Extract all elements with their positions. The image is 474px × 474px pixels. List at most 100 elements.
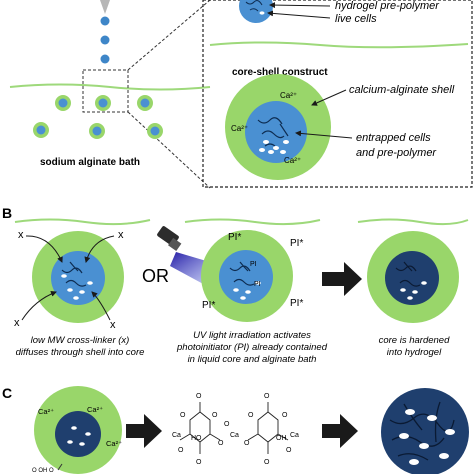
legend-core xyxy=(239,0,273,23)
photoinitiator-mark: PI* xyxy=(290,298,303,309)
citrate-structure xyxy=(179,402,289,454)
svg-text:O: O xyxy=(264,459,270,466)
svg-text:O: O xyxy=(264,393,270,400)
droplet xyxy=(100,35,110,45)
bead-b-left-cells xyxy=(61,274,93,300)
nozzle-tip-icon xyxy=(100,0,110,14)
cross-linker-mark: x xyxy=(18,229,24,241)
partial-chem-text: O OH O xyxy=(32,468,54,474)
bead-b-mid-core xyxy=(219,250,273,304)
pi-inner: PI xyxy=(254,281,261,288)
zoom-box xyxy=(82,69,129,113)
caption-mid-1: UV light irradiation activates xyxy=(193,330,311,341)
svg-text:O: O xyxy=(244,440,250,447)
citrate-atom-labels: O O O O O O O O O O HO OH Ca Ca Ca O O O xyxy=(172,393,299,466)
diffusion-arrow xyxy=(21,290,57,321)
bead-b-left-strands xyxy=(61,261,87,287)
cross-linker-mark: x xyxy=(14,317,20,329)
droplet xyxy=(100,54,110,64)
svg-text:O: O xyxy=(286,447,292,454)
ion-label: Ca²⁺ xyxy=(280,91,297,100)
zoom-bath-line xyxy=(209,41,469,49)
caption-left-2: diffuses through shell into core xyxy=(16,347,145,358)
panel-a: sodium alginate bath hydrogel pre-polyme… xyxy=(9,0,473,189)
bead-b-right-strands xyxy=(395,261,421,287)
diffusion-arrow xyxy=(25,235,63,263)
panel-c: C Ca²⁺ Ca²⁺ Ca²⁺ O OH O O O O O O O xyxy=(2,385,469,474)
ion-label: Ca²⁺ xyxy=(38,407,54,416)
caption-right-2: into hydrogel xyxy=(387,347,442,358)
caption-left-1: low MW cross-linker (x) xyxy=(31,335,130,346)
caption-mid-3: in liquid core and alginate bath xyxy=(188,354,317,365)
process-arrow-icon xyxy=(322,262,362,296)
svg-text:Ca: Ca xyxy=(172,432,181,439)
legend-arrow-1 xyxy=(269,2,331,9)
panel-letter-b: B xyxy=(2,205,12,221)
svg-text:O: O xyxy=(248,412,254,419)
svg-text:Ca: Ca xyxy=(230,432,239,439)
bath-label: sodium alginate bath xyxy=(40,157,140,168)
diffusion-arrow xyxy=(91,291,111,321)
svg-text:O: O xyxy=(218,440,224,447)
hardened-cells xyxy=(399,409,455,465)
construct-title: core-shell construct xyxy=(232,67,328,78)
svg-text:Ca: Ca xyxy=(290,432,299,439)
callout-core-1: entrapped cells xyxy=(356,132,431,144)
bath-surface-line xyxy=(9,83,211,91)
svg-text:O: O xyxy=(282,412,288,419)
caption-mid-2: photoinitiator (PI) already contained xyxy=(176,342,328,353)
panel-b: B x x x x OR xyxy=(2,205,469,365)
zoom-line-top xyxy=(127,0,211,71)
bath-beads xyxy=(33,95,163,139)
bead-b-mid-strands xyxy=(229,261,255,286)
process-arrow-icon xyxy=(126,414,162,448)
partial-bond xyxy=(57,463,63,471)
svg-text:HO: HO xyxy=(191,435,202,442)
construct-polymer-strands xyxy=(257,117,289,147)
ion-label: Ca²⁺ xyxy=(231,124,248,133)
ion-label: Ca²⁺ xyxy=(106,439,122,448)
svg-text:O: O xyxy=(196,459,202,466)
legend-arrow-2 xyxy=(267,10,331,19)
construct-cells xyxy=(259,140,289,154)
svg-text:O: O xyxy=(224,421,230,428)
construct-core xyxy=(245,101,307,163)
hardened-core xyxy=(381,388,469,474)
bath-line-b3 xyxy=(357,218,469,226)
callout-core-2: and pre-polymer xyxy=(356,147,437,159)
svg-text:O: O xyxy=(212,412,218,419)
cross-linker-mark: x xyxy=(110,319,116,331)
ion-label: Ca²⁺ xyxy=(284,156,301,165)
photoinitiator-mark: PI* xyxy=(202,300,215,311)
callout-arrow-core xyxy=(295,130,353,139)
callout-shell: calcium-alginate shell xyxy=(349,84,455,96)
or-text: OR xyxy=(142,266,169,286)
cross-linker-mark: x xyxy=(118,229,124,241)
zoom-line-bottom xyxy=(127,111,211,189)
bead-c-left-cells xyxy=(67,426,91,446)
bead-b-right-cells xyxy=(400,281,427,300)
svg-text:O: O xyxy=(178,447,184,454)
hardened-polymer-network xyxy=(389,401,455,461)
diffusion-arrow xyxy=(84,235,115,263)
svg-text:O: O xyxy=(180,412,186,419)
caption-right-1: core is hardened xyxy=(379,335,450,346)
bead-b-mid-cells xyxy=(233,281,261,300)
callout-arrow-shell xyxy=(311,89,347,106)
panel-letter-c: C xyxy=(2,385,12,401)
legend-cell xyxy=(259,11,265,15)
photoinitiator-mark: PI* xyxy=(228,232,241,243)
photoinitiator-mark: PI* xyxy=(290,238,303,249)
bath-line-b2 xyxy=(184,218,321,226)
svg-text:OH: OH xyxy=(276,435,287,442)
bead-b-right-core xyxy=(385,251,439,305)
bead-c-left-core xyxy=(55,411,101,457)
ion-label: Ca²⁺ xyxy=(87,405,103,414)
pi-inner: PI xyxy=(250,261,257,268)
bath-line-b1 xyxy=(14,218,151,226)
svg-text:O: O xyxy=(196,393,202,400)
droplet xyxy=(100,16,110,26)
legend-text-2: live cells xyxy=(335,13,377,25)
